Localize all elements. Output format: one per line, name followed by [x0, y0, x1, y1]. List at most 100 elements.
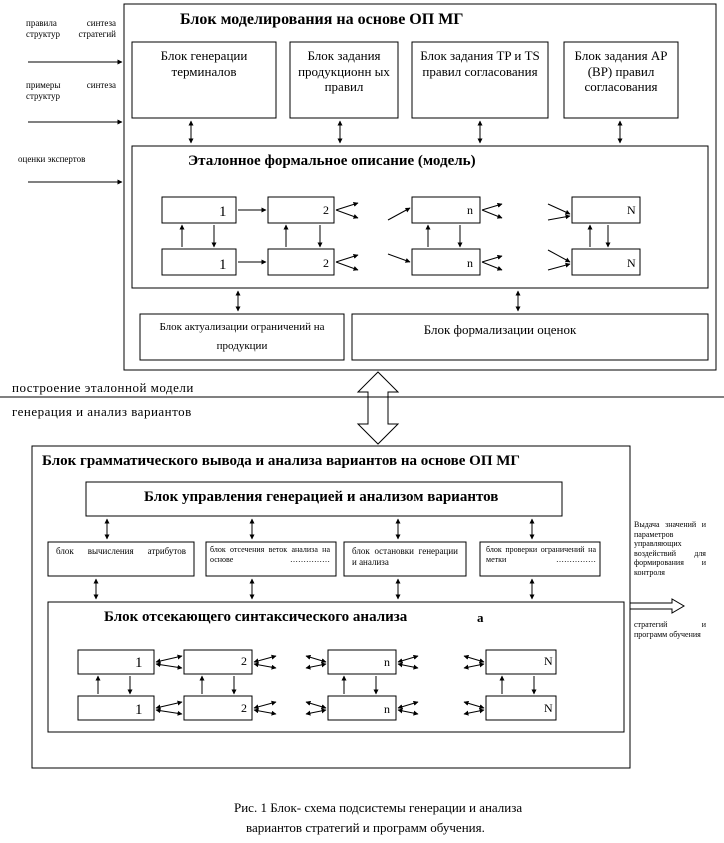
attributes-block	[47, 541, 195, 577]
formalization-label: Блок формализации оценок	[423, 322, 577, 337]
parser-node-3	[327, 649, 397, 675]
node-label-N: N	[627, 203, 636, 217]
ap-bp-rules-block	[563, 41, 679, 119]
parser-link-8	[397, 662, 419, 670]
output-arrow	[629, 598, 685, 614]
model-link-3	[335, 209, 359, 219]
ap-bp-rules-label: Блок задания AP (BP) правил согласования	[574, 48, 668, 95]
model-link-15	[547, 249, 571, 263]
stage-lower-label: генерация и анализ вариантов	[12, 404, 192, 419]
input-examples-label: примеры синтеза структур	[26, 80, 116, 101]
model-link-11	[335, 261, 359, 271]
model-node-4	[571, 196, 641, 224]
production-rules-block	[289, 41, 399, 119]
parser-node-2	[183, 649, 253, 675]
parser-node-label-2: 2	[241, 701, 247, 715]
model-node-3	[411, 196, 481, 224]
reference-model-block	[131, 145, 709, 289]
model-node-8	[571, 248, 641, 276]
production-rules-label: Блок задания продукционн ых правил	[298, 48, 390, 95]
node-label-1: 1	[219, 204, 227, 220]
parser-title: Блок отсекающего синтаксического анализа	[104, 609, 408, 625]
tr-ts-rules-block	[411, 41, 549, 119]
grammar-inference-title: Блок грамматического вывода и анализа ва…	[42, 453, 520, 469]
parser-link-4	[253, 662, 277, 670]
top-connectors	[188, 120, 623, 312]
parser-vertical-links	[95, 675, 537, 695]
tr-ts-rules-label: Блок задания TP и TS правил согласования	[420, 48, 540, 79]
model-node-5	[161, 248, 237, 276]
parser-node-8	[485, 695, 557, 721]
parser-node-7	[327, 695, 397, 721]
parser-link-18	[397, 708, 419, 716]
parser-node-label-n: n	[384, 655, 390, 669]
model-link-2	[335, 201, 359, 211]
stop-block	[343, 541, 467, 577]
check-block	[479, 541, 601, 577]
modeling-block-title: Блок моделирования на основе ОП МГ	[180, 11, 464, 28]
model-link-5	[481, 202, 503, 211]
formalization-block	[351, 313, 709, 361]
node-label-N: N	[627, 256, 636, 270]
parser-nodes	[77, 649, 557, 721]
parser-link-12	[155, 708, 183, 716]
parser-link-19	[463, 700, 485, 710]
parser-link-11	[155, 700, 183, 710]
model-link-7	[547, 203, 571, 215]
model-node-6	[267, 248, 335, 276]
modeling-block	[123, 3, 717, 371]
model-link-10	[335, 253, 359, 263]
model-link-16	[547, 262, 571, 271]
control-block-label: Блок управления генерацией и анализом ва…	[144, 489, 499, 505]
stage-upper-label: построение эталонной модели	[12, 380, 194, 395]
model-link-6	[481, 209, 503, 219]
parser-link-2	[155, 662, 183, 670]
parser-link-17	[397, 700, 419, 710]
node-label-2: 2	[323, 203, 329, 217]
figure-caption-line-1: Рис. 1 Блок- схема подсистемы генерации …	[234, 800, 523, 815]
parser-node-4	[485, 649, 557, 675]
output-label: Выдача значений и параметров управляющих…	[634, 520, 706, 577]
node-label-1: 1	[219, 257, 227, 273]
parser-link-9	[463, 654, 485, 664]
parser-link-15	[305, 700, 327, 710]
parser-link-5	[305, 654, 327, 664]
model-link-4	[387, 207, 411, 221]
parser-node-label-2: 2	[241, 654, 247, 668]
parser-node-label-N: N	[544, 701, 553, 715]
attributes-label: блок вычисления атрибутов	[56, 546, 186, 556]
model-links-top	[179, 201, 611, 271]
parser-node-label-1: 1	[135, 655, 143, 671]
model-link-8	[547, 214, 571, 221]
parser-title-suffix: а	[477, 610, 484, 625]
parser-node-label-N: N	[544, 654, 553, 668]
parser-node-label-1: 1	[135, 702, 143, 718]
parser-link-6	[305, 662, 327, 670]
node-label-n: n	[467, 256, 473, 270]
input-arrows	[28, 59, 123, 185]
stop-label: блок остановки генерации и анализа	[352, 546, 458, 567]
input-experts-label: оценки экспертов	[18, 154, 86, 164]
model-link-12	[387, 253, 411, 263]
parser-link-20	[463, 708, 485, 716]
parser-block	[47, 601, 625, 733]
control-block	[85, 481, 563, 517]
model-node-7	[411, 248, 481, 276]
parser-link-10	[463, 662, 485, 670]
node-label-2: 2	[323, 256, 329, 270]
stage-double-arrow	[356, 371, 400, 445]
parser-link-13	[253, 700, 277, 710]
parser-link-14	[253, 708, 277, 716]
model-link-14	[481, 261, 503, 271]
parser-node-6	[183, 695, 253, 721]
parser-node-5	[77, 695, 155, 721]
input-rules-label: правила синтеза структур стратегий	[26, 18, 116, 39]
node-label-n: n	[467, 203, 473, 217]
parser-link-7	[397, 654, 419, 664]
terminal-generation-label: Блок генерации терминалов	[160, 48, 248, 79]
model-link-13	[481, 254, 503, 263]
model-node-2	[267, 196, 335, 224]
actualization-label: Блок актуализации ограничений на продукц…	[159, 321, 325, 352]
terminal-generation-block	[131, 41, 277, 119]
